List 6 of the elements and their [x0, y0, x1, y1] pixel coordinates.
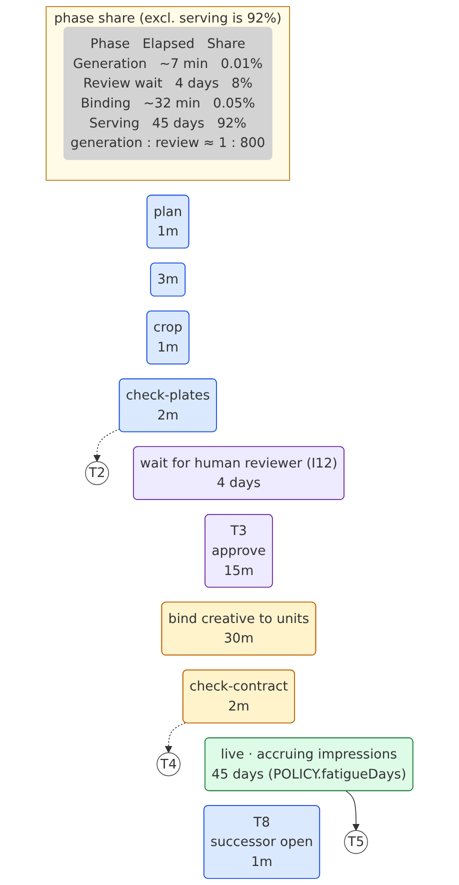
arrow: [164, 722, 186, 754]
node-circle: T5: [344, 830, 368, 854]
node-circle: T4: [156, 752, 181, 776]
arrow: [93, 428, 120, 462]
arrow: [346, 790, 360, 831]
node-circle: T2: [85, 461, 109, 486]
